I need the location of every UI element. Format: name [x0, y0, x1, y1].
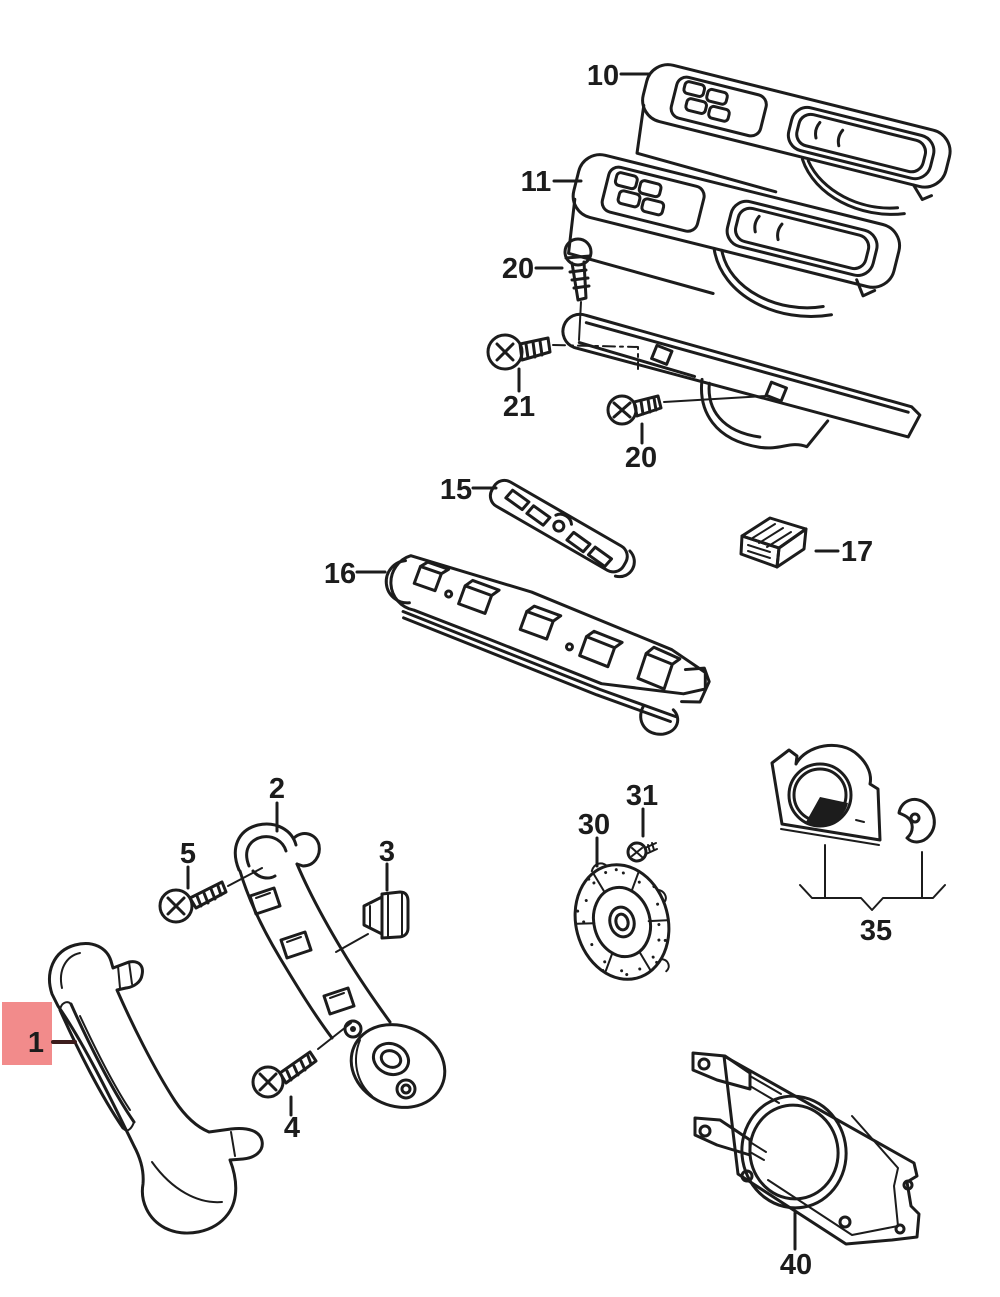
callout-20a[interactable]: 20 [502, 253, 534, 285]
part-drawing-17-clip [739, 516, 808, 569]
callout-15[interactable]: 15 [440, 474, 472, 506]
part-drawing-35-bracket-pair [770, 744, 946, 911]
part-drawing-10-switch-panel [635, 63, 952, 216]
part-drawing-2-bracket [233, 822, 447, 1109]
callout-10[interactable]: 10 [587, 60, 619, 92]
highlight-box-part-1 [2, 1002, 52, 1065]
callout-5[interactable]: 5 [180, 838, 196, 870]
callout-leader-lines [186, 72, 840, 1251]
part-drawing-40-speaker-plate [691, 1051, 921, 1246]
callout-1-highlighted[interactable]: 1 [28, 1027, 44, 1059]
part-drawing-trim-strip [561, 312, 922, 450]
callout-11[interactable]: 11 [521, 166, 552, 198]
callout-4[interactable]: 4 [284, 1112, 300, 1144]
part-drawing-15-bracket [488, 478, 636, 579]
part-drawing-3-clip [335, 890, 410, 953]
part-drawing-31-screw [626, 841, 658, 863]
speaker-perforations [576, 868, 667, 977]
part-drawing-1-grab-handle [48, 942, 264, 1235]
callout-2[interactable]: 2 [269, 773, 285, 805]
part-drawing-16-carrier [384, 554, 711, 736]
part-drawing-4-screw [251, 1022, 352, 1099]
callout-20b[interactable]: 20 [625, 442, 657, 474]
callout-40[interactable]: 40 [780, 1249, 812, 1281]
callout-17[interactable]: 17 [841, 536, 873, 568]
callout-3[interactable]: 3 [379, 836, 395, 868]
callout-35[interactable]: 35 [860, 915, 892, 947]
callout-21[interactable]: 21 [503, 391, 535, 423]
callout-31[interactable]: 31 [626, 780, 658, 812]
part-drawing-20-screw-top [563, 237, 593, 341]
callout-30[interactable]: 30 [578, 809, 610, 841]
part-drawing-30-speaker [573, 862, 671, 981]
part-drawing-21-screw [486, 333, 639, 371]
part-drawing-5-screw [158, 867, 263, 924]
callout-16[interactable]: 16 [324, 558, 356, 590]
part-drawing-20-screw-bottom [606, 394, 767, 426]
